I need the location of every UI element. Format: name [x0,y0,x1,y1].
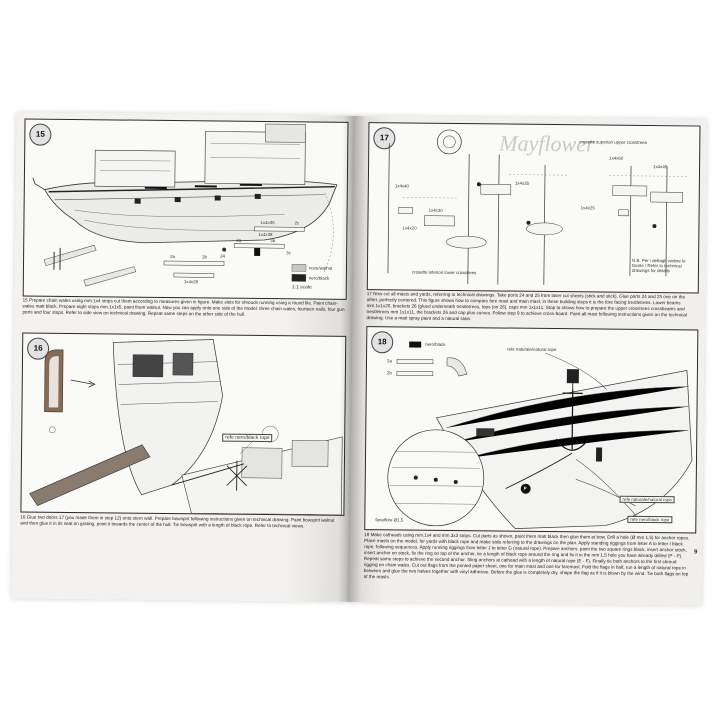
label-upper-crosstrees: crosette superiori upper crosstrees [579,139,647,146]
rope-label-black: refe nero/black rope [627,515,673,524]
step-17-instructions: 17 Now cut all masts and yards, referrin… [366,291,687,322]
legend-2b: 2b [386,370,392,376]
step-16-instructions: 16 Glue two doors 17 (you made them in s… [20,514,335,529]
step-15-panel: 15 [22,118,349,300]
scale-note: 1:1 scale [291,284,312,291]
legend-walnut: noce/walnut [308,265,333,271]
label-lower-crosstrees: crosette inferiori lower crosstrees [411,269,477,276]
instruction-booklet: 15 [11,112,707,611]
left-page: 15 [11,112,357,602]
legend-black: nero/black [308,275,330,281]
dim-3c: 3c [286,250,291,256]
ship-hull-drawing [32,123,338,287]
step-16-panel: 16 [20,332,347,516]
dim-1x4x40: 1x4x40 [394,183,410,189]
dim-1x4x28: 1x4x28 [183,279,199,285]
dim-1x4x60: 1x4x60 [609,155,624,161]
dim-1x4x35: 1x4x35 [260,219,275,226]
dim-3b: 3b [270,238,276,244]
dim-3a: 3a [236,237,242,243]
legend-black: nero/black [425,341,446,347]
dim-2a: 2a [170,254,176,260]
technical-note: N.B. Per i dettagli vedere le tavole / R… [631,257,686,274]
dim-2b: 2b [202,254,208,260]
rope-label-natural-top: refe naturale/natural rope [507,346,557,353]
anchor-point-marker: P [523,485,527,491]
rope-label-black: refe nero/black rope [222,433,273,443]
detail-label: fanalfore Ø1,5 [375,517,404,523]
step-18-panel: 18 [364,326,699,534]
dim-24: 24 [220,253,226,259]
dim-1x4x25: 1x4x25 [580,205,595,211]
dim-1x4x45: 1x4x45 [653,164,668,170]
dim-1x4x35: 1x4x35 [514,180,530,186]
dim-1x4x38: 1x4x38 [258,231,273,238]
anchor-rigging-drawing [387,341,693,530]
dim-2c: 2c [294,220,300,226]
dim-1x4x30: 1x4x30 [428,207,443,213]
rope-label-natural: refe naturale/natural rope [619,495,675,504]
step-17-panel: 17 Mayflower [366,122,701,294]
legend-2a: 2a [386,358,392,364]
spine-shadow [337,115,367,603]
step-15-instructions: 15 Prepare chain wales using mm.1x4 stri… [22,297,345,317]
right-page: 17 Mayflower [349,115,707,606]
bowsprit-drawing [29,339,343,516]
page-number: 9 [693,549,698,556]
step-18-instructions: 18 Make catheads using mm.1x4 and mm.3x3… [363,532,690,580]
dim-1x4x20: 1x4x20 [402,225,417,231]
masts-drawing [387,129,689,285]
